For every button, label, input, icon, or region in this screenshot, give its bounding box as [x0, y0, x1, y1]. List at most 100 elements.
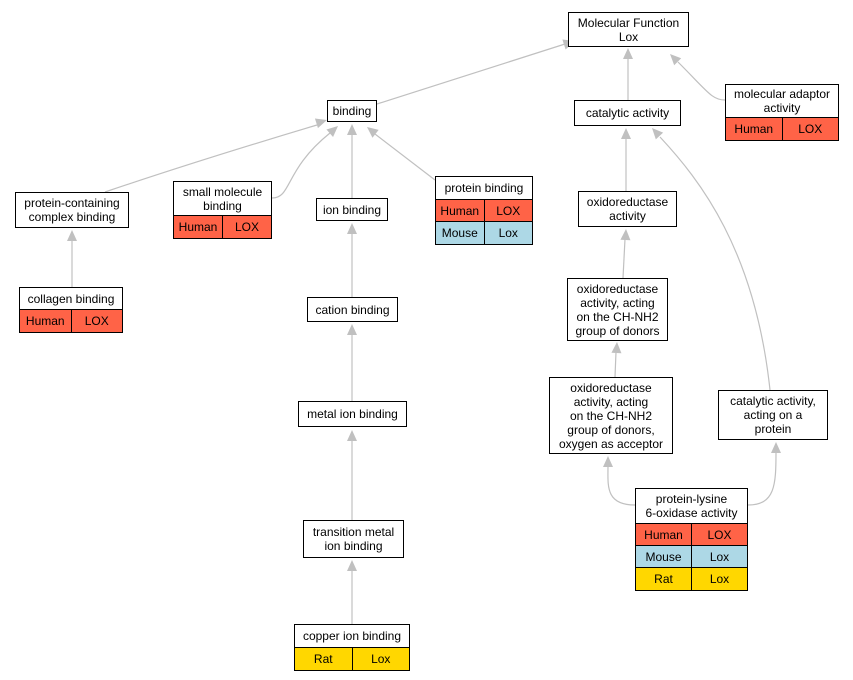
edge-catalytic-activity-to-molecular-function: [623, 48, 633, 100]
edge-protein-lysine-6-oxidase-to-oxidoreductase-ch-nh2-oxygen: [603, 456, 636, 506]
go-term-catalytic-activity[interactable]: catalytic activity: [574, 100, 681, 126]
arrowhead-icon: [670, 54, 682, 66]
edge-line: [659, 136, 771, 391]
species-cell: Human: [635, 523, 692, 547]
edge-collagen-binding-to-protein-containing-complex-binding: [67, 230, 77, 287]
edge-small-molecule-binding-to-binding: [271, 126, 338, 199]
edge-line: [607, 465, 636, 506]
edge-binding-to-molecular-function: [376, 39, 575, 105]
term-label: binding: [327, 100, 377, 122]
arrowhead-icon: [620, 229, 631, 241]
edge-line: [104, 124, 318, 193]
gene-cell: Lox: [691, 567, 748, 591]
arrowhead-icon: [347, 324, 357, 335]
term-label: collagen binding: [19, 287, 123, 310]
term-label: oxidoreductase activity, acting on the C…: [567, 278, 668, 341]
go-term-ion-binding[interactable]: ion binding: [316, 198, 388, 221]
go-term-oxidoreductase-ch-nh2[interactable]: oxidoreductase activity, acting on the C…: [567, 278, 668, 341]
arrowhead-icon: [623, 48, 633, 59]
term-label: protein binding: [435, 176, 533, 200]
edge-oxidoreductase-ch-nh2-to-oxidoreductase-activity: [620, 229, 631, 279]
arrowhead-icon: [771, 442, 781, 453]
go-term-binding[interactable]: binding: [327, 100, 377, 122]
go-term-transition-metal-ion-binding[interactable]: transition metal ion binding: [303, 520, 404, 558]
gene-cell: LOX: [222, 215, 272, 239]
species-cell: Rat: [635, 567, 692, 591]
arrowhead-icon: [347, 223, 357, 234]
species-cell: Rat: [294, 647, 353, 671]
go-term-oxidoreductase-activity[interactable]: oxidoreductase activity: [578, 191, 677, 227]
term-label: catalytic activity, acting on a protein: [718, 390, 828, 440]
arrowhead-icon: [347, 430, 357, 441]
arrowhead-icon: [367, 127, 379, 138]
edge-protein-binding-to-binding: [367, 127, 436, 181]
term-label: oxidoreductase activity: [578, 191, 677, 227]
go-term-metal-ion-binding[interactable]: metal ion binding: [298, 401, 407, 427]
arrowhead-icon: [611, 342, 622, 354]
term-label: protein-containing complex binding: [15, 192, 129, 228]
arrowhead-icon: [67, 230, 77, 241]
arrowhead-icon: [621, 128, 631, 139]
species-cell: Human: [19, 309, 72, 333]
edge-copper-ion-binding-to-transition-metal-ion-binding: [347, 560, 357, 624]
gene-cell: LOX: [70, 309, 123, 333]
go-term-molecular-function[interactable]: Molecular Function Lox: [568, 12, 689, 47]
go-term-oxidoreductase-ch-nh2-oxygen[interactable]: oxidoreductase activity, acting on the C…: [549, 377, 673, 454]
edge-molecular-adaptor-activity-to-molecular-function: [670, 54, 726, 101]
arrowhead-icon: [326, 126, 338, 138]
edge-line: [614, 351, 617, 378]
species-cell: Human: [435, 199, 485, 223]
go-term-protein-containing-complex-binding[interactable]: protein-containing complex binding: [15, 192, 129, 228]
term-label: molecular adaptor activity: [725, 84, 839, 118]
gene-cell: Lox: [483, 221, 533, 245]
species-cell: Human: [725, 117, 783, 141]
edge-line: [376, 43, 566, 105]
edge-catalytic-activity-on-protein-to-catalytic-activity: [652, 128, 771, 391]
arrowhead-icon: [652, 128, 664, 140]
term-label: catalytic activity: [574, 100, 681, 126]
edge-cation-binding-to-ion-binding: [347, 223, 357, 297]
term-label: Molecular Function Lox: [568, 12, 689, 47]
edge-line: [677, 61, 726, 101]
term-label: cation binding: [307, 297, 398, 322]
arrowhead-icon: [314, 118, 327, 129]
term-label: oxidoreductase activity, acting on the C…: [549, 377, 673, 454]
gene-cell: LOX: [691, 523, 748, 547]
edge-ion-binding-to-binding: [347, 124, 357, 198]
gene-cell: LOX: [781, 117, 839, 141]
gene-cell: Lox: [691, 545, 748, 569]
term-label: transition metal ion binding: [303, 520, 404, 558]
species-cell: Mouse: [435, 221, 485, 245]
edge-line: [271, 132, 331, 199]
edge-oxidoreductase-ch-nh2-oxygen-to-oxidoreductase-ch-nh2: [611, 342, 622, 378]
arrowhead-icon: [347, 124, 357, 135]
edge-oxidoreductase-activity-to-catalytic-activity: [621, 128, 631, 191]
arrowhead-icon: [347, 560, 357, 571]
arrowhead-icon: [603, 456, 613, 467]
term-label: ion binding: [316, 198, 388, 221]
edge-protein-lysine-6-oxidase-to-catalytic-activity-on-protein: [747, 442, 781, 506]
edge-line: [622, 238, 626, 279]
go-term-cation-binding[interactable]: cation binding: [307, 297, 398, 322]
go-term-catalytic-activity-on-protein[interactable]: catalytic activity, acting on a protein: [718, 390, 828, 440]
term-label: protein-lysine 6-oxidase activity: [635, 488, 748, 524]
gene-cell: LOX: [483, 199, 533, 223]
edge-metal-ion-binding-to-cation-binding: [347, 324, 357, 401]
species-cell: Mouse: [635, 545, 692, 569]
term-label: small molecule binding: [173, 181, 272, 216]
edge-transition-metal-ion-binding-to-metal-ion-binding: [347, 430, 357, 520]
